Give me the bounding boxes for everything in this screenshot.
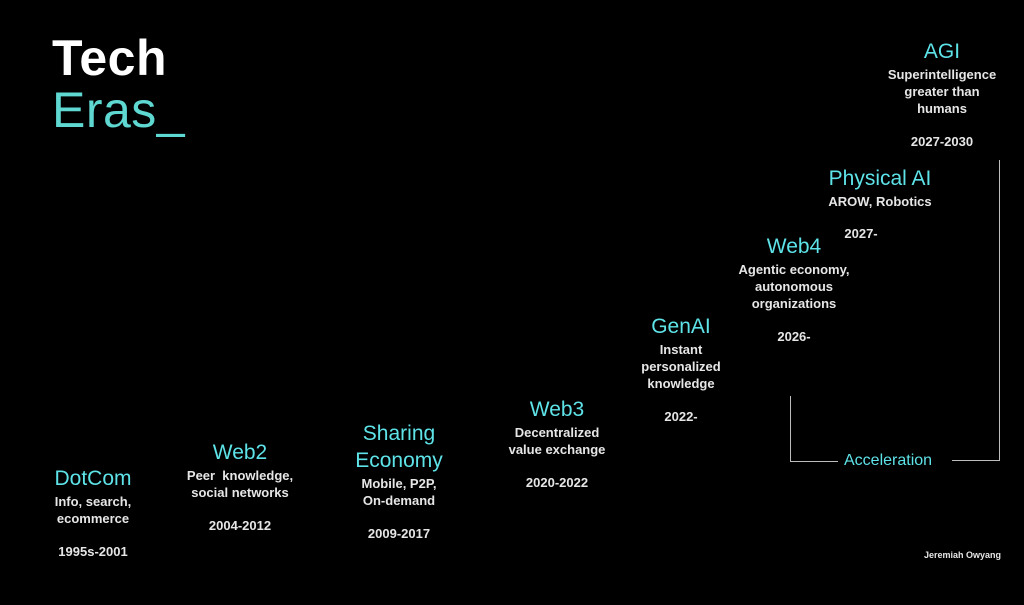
era-desc: Decentralized value exchange xyxy=(508,425,606,457)
title-line-tech: Tech xyxy=(52,30,167,86)
era-name: Web2 xyxy=(212,441,268,464)
era-desc: AROW, Robotics xyxy=(828,194,932,209)
era-desc: Superintelligence greater than humans xyxy=(887,67,997,116)
era-years: 2026- xyxy=(777,329,811,344)
era-years: 2009-2017 xyxy=(367,526,431,541)
era-years: 2027-2030 xyxy=(910,134,974,149)
era-years: 2004-2012 xyxy=(208,518,272,533)
era-name: GenAI xyxy=(651,315,711,338)
era-sharing-economy: Sharing Economy Mobile, P2P, On-demand 2… xyxy=(355,422,443,541)
era-name: Web4 xyxy=(766,235,822,258)
bracket-right-vertical xyxy=(999,160,1000,461)
era-name: Sharing Economy xyxy=(355,422,443,472)
era-agi: AGI Superintelligence greater than human… xyxy=(888,40,996,149)
era-desc: Peer knowledge, social networks xyxy=(186,468,294,500)
era-name: Web3 xyxy=(529,398,585,421)
era-years: 2020-2022 xyxy=(525,475,589,490)
era-genai: GenAI Instant personalized knowledge 202… xyxy=(641,315,720,424)
acceleration-label: Acceleration xyxy=(844,452,933,469)
era-name: DotCom xyxy=(54,467,132,490)
bracket-bottom-right xyxy=(952,460,1000,461)
era-web4: Web4 Agentic economy, autonomous organiz… xyxy=(738,235,849,344)
era-name: Physical AI xyxy=(828,167,932,190)
era-desc: Mobile, P2P, On-demand xyxy=(361,476,437,508)
era-desc: Instant personalized knowledge xyxy=(641,342,721,391)
author-credit: Jeremiah Owyang xyxy=(924,550,1002,560)
era-years: 1995s-2001 xyxy=(58,544,128,559)
era-years: 2022- xyxy=(664,409,698,424)
bracket-left-vertical xyxy=(790,396,791,462)
era-web3: Web3 Decentralized value exchange 2020-2… xyxy=(509,398,606,490)
era-desc: Info, search, ecommerce xyxy=(54,494,132,526)
era-desc: Agentic economy, autonomous organization… xyxy=(738,262,850,311)
era-dotcom: DotCom Info, search, ecommerce 1995s-200… xyxy=(54,467,131,559)
title-line-eras: Eras_ xyxy=(52,82,186,138)
page-title: Tech Eras_ xyxy=(52,33,185,135)
era-web2: Web2 Peer knowledge, social networks 200… xyxy=(187,441,293,533)
era-physical-ai: Physical AI AROW, Robotics 2027- xyxy=(828,167,931,241)
bracket-bottom-left xyxy=(790,461,838,462)
era-years: 2027- xyxy=(844,226,878,241)
era-name: AGI xyxy=(923,40,961,63)
